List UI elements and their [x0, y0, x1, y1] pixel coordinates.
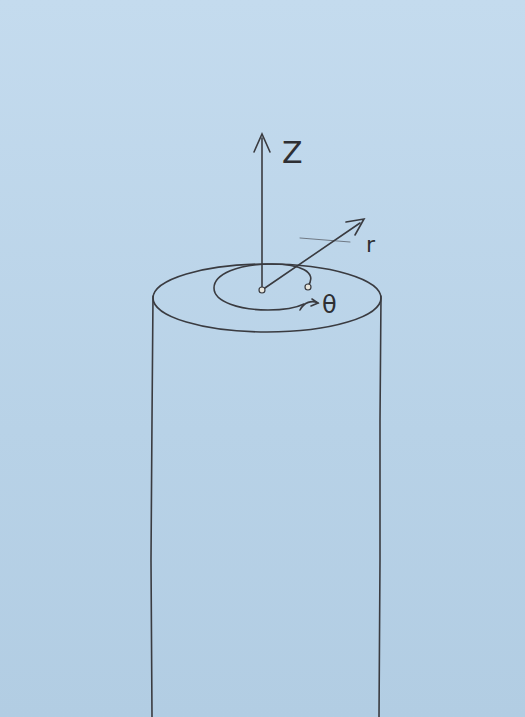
theta-arc	[214, 264, 311, 310]
cylinder-left-edge	[151, 296, 153, 717]
r-arrowhead	[346, 219, 364, 235]
arc-end-dot	[305, 284, 311, 290]
axis-label: Z	[282, 138, 303, 168]
theta-arrowhead	[311, 299, 318, 306]
axis-label: r	[366, 234, 375, 256]
z-arrowhead	[254, 134, 270, 152]
cylinder-right-edge	[379, 296, 381, 717]
cylinder-top	[153, 264, 381, 332]
angle-label: θ	[322, 293, 337, 317]
z-axis	[261, 138, 263, 290]
theta-arrow	[300, 302, 318, 310]
faint-stroke	[300, 238, 350, 242]
origin-dot	[259, 287, 265, 293]
